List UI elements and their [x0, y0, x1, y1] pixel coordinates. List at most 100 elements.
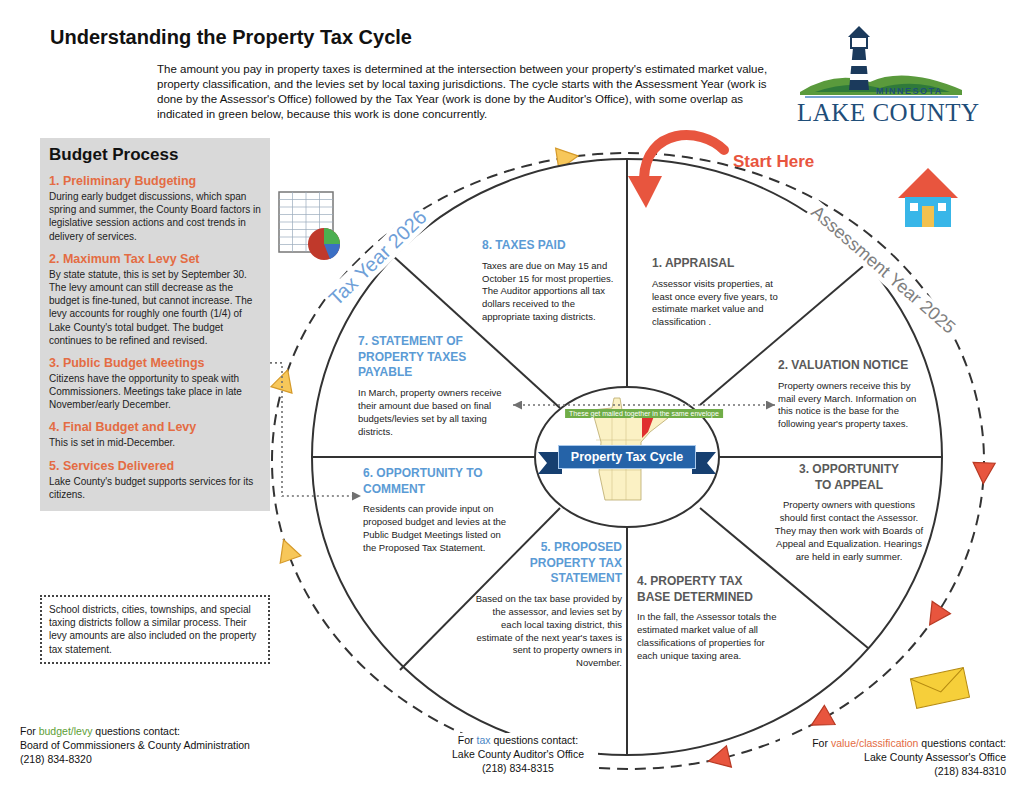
- body-text: 1. Preliminary Budgeting: [49, 174, 261, 188]
- body-text: Based on the tax base provided by the as…: [470, 593, 622, 670]
- house-icon: [938, 203, 946, 211]
- cycle-segment: 2. VALUATION NOTICE Property owners recei…: [778, 358, 930, 431]
- heading-text: Property Tax Cycle: [571, 446, 683, 468]
- logo-text: MINNESOTA: [876, 86, 943, 96]
- heading-text: 2. VALUATION NOTICE: [778, 358, 930, 374]
- body-text: In the fall, the Assessor totals the est…: [637, 611, 777, 663]
- cycle-segment: 6. OPPORTUNITY TO COMMENT Residents can p…: [363, 466, 513, 555]
- contact-text: Lake County Assessor's Office: [864, 751, 1006, 763]
- body-text: Property owners with questions should fi…: [770, 499, 928, 564]
- cycle-segment: 8. TAXES PAID Taxes are due on May 15 and…: [482, 238, 620, 324]
- spreadsheet-icon: [324, 244, 340, 259]
- spreadsheet-icon: [306, 192, 307, 252]
- logo-lighthouse: [851, 60, 868, 66]
- cycle-segment: 4. PROPERTY TAX BASE DETERMINED In the fa…: [637, 574, 777, 663]
- contact-text: Lake County Auditor's Office: [452, 748, 584, 760]
- contact-text: (218) 834-8310: [934, 765, 1006, 777]
- logo-text: LAKE COUNTY: [797, 99, 980, 127]
- spreadsheet-icon: [324, 228, 340, 244]
- house-icon: [910, 203, 918, 211]
- body-text: Property owners receive this by mail eve…: [778, 380, 930, 432]
- contact-text: For: [458, 734, 474, 746]
- body-text: During early budget discussions, which s…: [49, 190, 261, 243]
- body-text: Lake County's budget supports services f…: [49, 475, 261, 501]
- contact-line: (218) 834-8310: [780, 764, 1006, 778]
- body-text: Taxes are due on May 15 and October 15 f…: [482, 260, 620, 325]
- contact-text: For: [812, 737, 828, 749]
- logo-lighthouse: [850, 74, 869, 80]
- spreadsheet-icon: [279, 192, 340, 260]
- body-text: This is set in mid-December.: [49, 436, 261, 449]
- cycle-segment: 7. STATEMENT OF PROPERTY TAXES PAYABLEIn…: [358, 334, 510, 438]
- cycle-wheel: [626, 159, 628, 387]
- start-label: Start Here: [733, 152, 814, 172]
- cycle-segment: 3. OPPORTUNITY TO APPEAL Property owners …: [770, 462, 928, 564]
- cycle-wheel: [535, 387, 719, 527]
- logo-lighthouse: [848, 26, 870, 37]
- heading-text: 1. APPRAISAL: [652, 256, 782, 272]
- contact-text: questions contact:: [494, 734, 579, 746]
- contact-text: budget/levy: [39, 725, 93, 737]
- start-arrow: [628, 176, 662, 208]
- title-banner: Property Tax Cycle: [558, 445, 696, 469]
- body-text: 5. Services Delivered: [49, 459, 261, 473]
- spreadsheet-icon: [292, 192, 293, 252]
- cycle-segment: 5. PROPOSED PROPERTY TAX STATEMENT Based …: [470, 540, 622, 670]
- body-text: 3. Public Budget Meetings: [49, 356, 261, 370]
- contact-line: Lake County Assessor's Office: [780, 750, 1006, 764]
- cycle-direction-arrow: [273, 536, 301, 563]
- heading-text: 6. OPPORTUNITY TO COMMENT: [363, 466, 488, 497]
- cycle-segment: 1. APPRAISAL Assessor visits properties, …: [652, 256, 788, 329]
- contact-text: For: [20, 725, 36, 737]
- cycle-wheel: [312, 456, 535, 458]
- page-title: Understanding the Property Tax Cycle: [50, 26, 412, 49]
- body-text: Citizens have the opportunity to speak w…: [49, 372, 261, 412]
- body-text: Residents can provide input on proposed …: [363, 503, 513, 555]
- cycle-direction-arrow: [706, 746, 731, 772]
- cycle-wheel: [626, 527, 628, 755]
- contact-block: Forvalue/classificationquestions contact…: [780, 736, 1006, 779]
- cycle-direction-arrow: [271, 367, 298, 394]
- heading-text: 4. PROPERTY TAX BASE DETERMINED: [637, 574, 762, 605]
- contact-text: questions contact:: [921, 737, 1006, 749]
- house-icon: [922, 206, 934, 227]
- logo-lighthouse: [849, 48, 869, 90]
- house-icon: [898, 168, 958, 198]
- envelope-icon: [910, 668, 969, 709]
- contact-line: Forvalue/classificationquestions contact…: [780, 736, 1006, 750]
- contact-text: tax: [477, 734, 491, 746]
- year-label: Tax Year 2026: [322, 204, 433, 313]
- contact-line: Fortaxquestions contact:: [438, 733, 598, 747]
- contact-line: (218) 834-8320: [20, 752, 270, 766]
- contact-block: Fortaxquestions contact: Lake County Aud…: [438, 733, 598, 776]
- logo-lighthouse: [800, 26, 962, 97]
- edge-label: These get mailed together in the same en…: [565, 409, 723, 418]
- heading-text: 3. OPPORTUNITY TO APPEAL: [790, 462, 908, 493]
- cycle-direction-arrow: [271, 145, 995, 772]
- house-icon: [905, 197, 951, 227]
- intro-text: The amount you pay in property taxes is …: [157, 62, 787, 122]
- body-text: Assessor visits properties, at least onc…: [652, 278, 788, 330]
- heading-text: 5. PROPOSED PROPERTY TAX STATEMENT: [514, 540, 622, 587]
- house-icon: [898, 168, 958, 227]
- logo-lighthouse: [851, 37, 867, 48]
- spreadsheet-icon: [308, 228, 340, 260]
- budget-panel: Budget Process1. Preliminary BudgetingDu…: [40, 138, 270, 511]
- heading-text: School districts, cities, townships, and…: [49, 603, 261, 656]
- cycle-direction-arrow: [806, 705, 835, 734]
- year-label: Assessment Year 2025: [804, 200, 961, 341]
- contact-text: Board of Commissioners & County Administ…: [20, 739, 250, 751]
- contact-line: Lake County Auditor's Office: [438, 747, 598, 761]
- dotted-connector: [270, 363, 361, 496]
- heading-text: 8. TAXES PAID: [482, 238, 620, 254]
- heading-text: 7. STATEMENT OF PROPERTY TAXES PAYABLE: [358, 334, 483, 381]
- cycle-direction-arrow: [972, 462, 995, 484]
- contact-text: questions contact:: [95, 725, 180, 737]
- envelope-icon: [910, 668, 967, 698]
- body-text: 4. Final Budget and Levy: [49, 420, 261, 434]
- start-arrow: [628, 135, 724, 208]
- dashed-cycle-ring: [272, 153, 984, 769]
- contact-text: (218) 834-8315: [482, 762, 554, 774]
- start-arrow: [644, 135, 724, 178]
